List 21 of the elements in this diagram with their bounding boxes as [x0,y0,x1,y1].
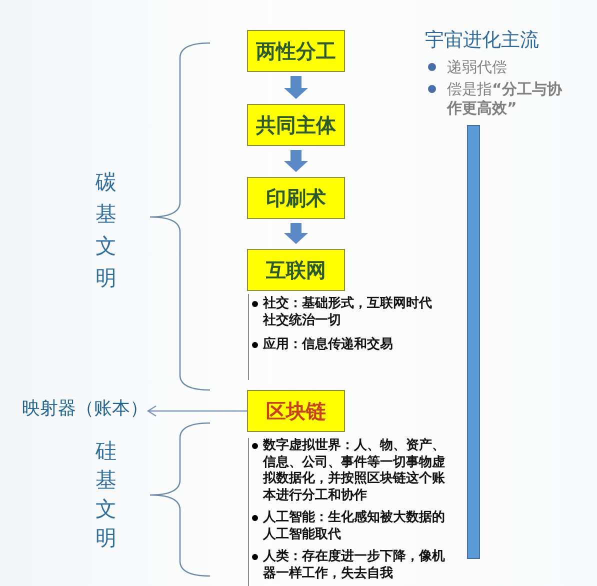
bullet-text: 人工智能：生化感知被大数据的人工智能取代 [263,510,446,543]
vertical-label: 硅基文明 [95,438,117,552]
bullet-text: 偿是指“分工与协作更高效” [447,80,564,118]
block-arrow [284,150,308,172]
process-box: 共同主体 [247,104,345,146]
bullet-text: 数字虚拟世界：人、物、资产、信息、公司、事件等一切事物虚拟数据化，并按照区块链这个账本进行分工和协作 [263,438,446,504]
block-arrow [284,76,308,99]
process-box: 区块链 [247,390,345,432]
vertical-bar [467,125,480,559]
vertical-label: 碳基文明 [95,169,117,292]
heading: 宇宙进化主流 [425,28,539,53]
process-box: 两性分工 [247,30,345,72]
bullet-text: 社交：基础形式，互联网时代社交统治一切 [263,296,433,329]
bullet-text: 人类：存在度进一步下降，像机器一样工作，失去自我 [263,549,446,582]
block-arrow [284,223,308,244]
process-box: 互联网 [247,249,345,291]
arrow [147,405,247,417]
process-box: 印刷术 [247,177,345,219]
bullet-text: 应用：信息传递和交易 [263,337,393,354]
text-label: 映射器（账本） [22,398,148,420]
bullet-text: 递弱代偿 [447,58,507,77]
